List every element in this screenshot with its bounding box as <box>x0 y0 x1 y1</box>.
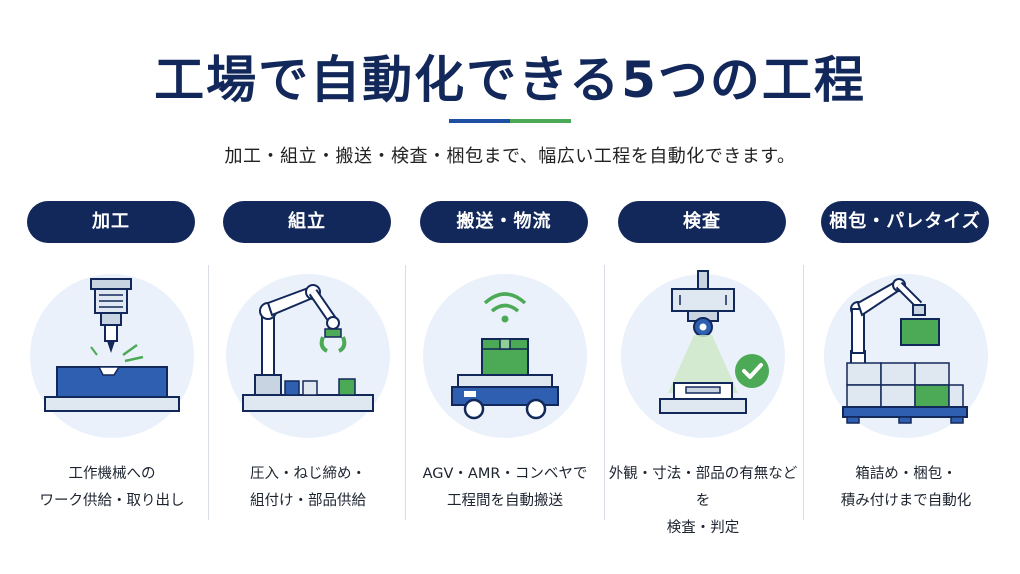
column-divider <box>405 265 406 520</box>
page-title: 工場で自動化できる5つの工程 <box>154 51 866 109</box>
process-description: 工作機械への ワーク供給・取り出し <box>39 466 185 509</box>
cnc-machining-icon <box>19 263 205 449</box>
process-label: 梱包・パレタイズ <box>821 201 989 243</box>
process-card-packing: 梱包・パレタイズ 箱詰め・梱包・ 積み付けまで自動化 <box>808 201 1004 531</box>
process-card-machining: 加工 工作機械への ワーク供給・取り出し <box>14 201 210 531</box>
robot-arm-icon <box>215 263 401 449</box>
process-card-inspection: 検査 外観・寸法・部品の有無などを 検査・判定 <box>605 201 801 536</box>
column-divider <box>604 265 605 520</box>
process-description: 外観・寸法・部品の有無などを 検査・判定 <box>608 466 798 536</box>
column-divider <box>803 265 804 520</box>
agv-icon <box>412 263 598 449</box>
process-label: 検査 <box>618 201 786 243</box>
palletizing-robot-icon <box>813 263 999 449</box>
page-subtitle: 加工・組立・搬送・検査・梱包まで、幅広い工程を自動化できます。 <box>224 146 796 167</box>
process-label: 搬送・物流 <box>420 201 588 243</box>
process-label: 組立 <box>223 201 391 243</box>
process-description: 圧入・ねじ締め・ 組付け・部品供給 <box>250 466 366 509</box>
title-underline <box>449 119 571 123</box>
process-card-assembly: 組立 圧入・ねじ締め・ 組付け・部品供給 <box>210 201 406 531</box>
camera-inspection-icon <box>610 263 796 449</box>
process-card-transport: 搬送・物流 AGV・AMR・コンベヤで 工程間を自動搬送 <box>407 201 603 531</box>
process-description: AGV・AMR・コンベヤで 工程間を自動搬送 <box>422 466 588 509</box>
process-label: 加工 <box>27 201 195 243</box>
column-divider <box>208 265 209 520</box>
process-description: 箱詰め・梱包・ 積み付けまで自動化 <box>840 466 972 509</box>
